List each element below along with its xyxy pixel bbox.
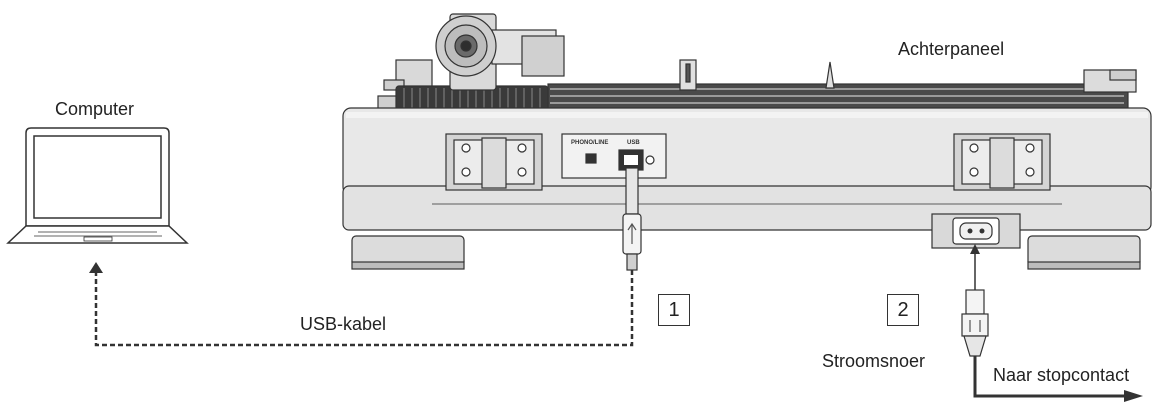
step-1-badge: 1: [658, 294, 690, 326]
power-cord: [970, 244, 1143, 402]
step-2-badge: 2: [887, 294, 919, 326]
phono-line-label: PHONO/LINE: [571, 140, 609, 146]
laptop-icon: [6, 127, 189, 244]
to-outlet-label: Naar stopcontact: [993, 365, 1130, 385]
power-plug-icon: [961, 289, 989, 357]
usb-port-label: USB: [627, 140, 640, 146]
usb-cable-label: USB-kabel: [300, 314, 387, 334]
rear-panel-label: Achterpaneel: [898, 39, 1005, 59]
computer-label: Computer: [55, 99, 135, 119]
usb-plug-icon: [622, 167, 642, 271]
usb-cable: [89, 262, 634, 347]
power-cord-label: Stroomsnoer: [822, 351, 926, 371]
turntable-rear: [342, 13, 1152, 270]
platter-dots: [550, 88, 1124, 104]
